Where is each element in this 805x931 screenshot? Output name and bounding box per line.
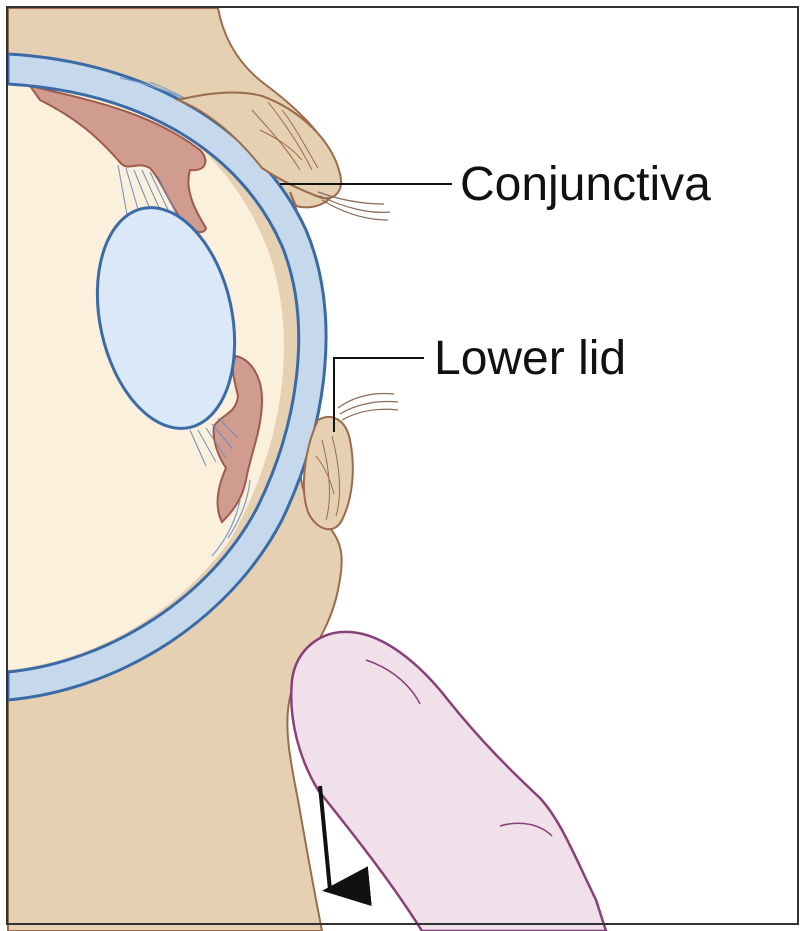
lower-eyelashes bbox=[338, 394, 398, 420]
upper-eyelashes bbox=[318, 192, 390, 220]
conjunctiva-label: Conjunctiva bbox=[460, 158, 711, 211]
lower-lid-label: Lower lid bbox=[434, 332, 626, 385]
lower-lid-leader-line bbox=[334, 358, 424, 432]
finger-illustration bbox=[291, 632, 606, 931]
